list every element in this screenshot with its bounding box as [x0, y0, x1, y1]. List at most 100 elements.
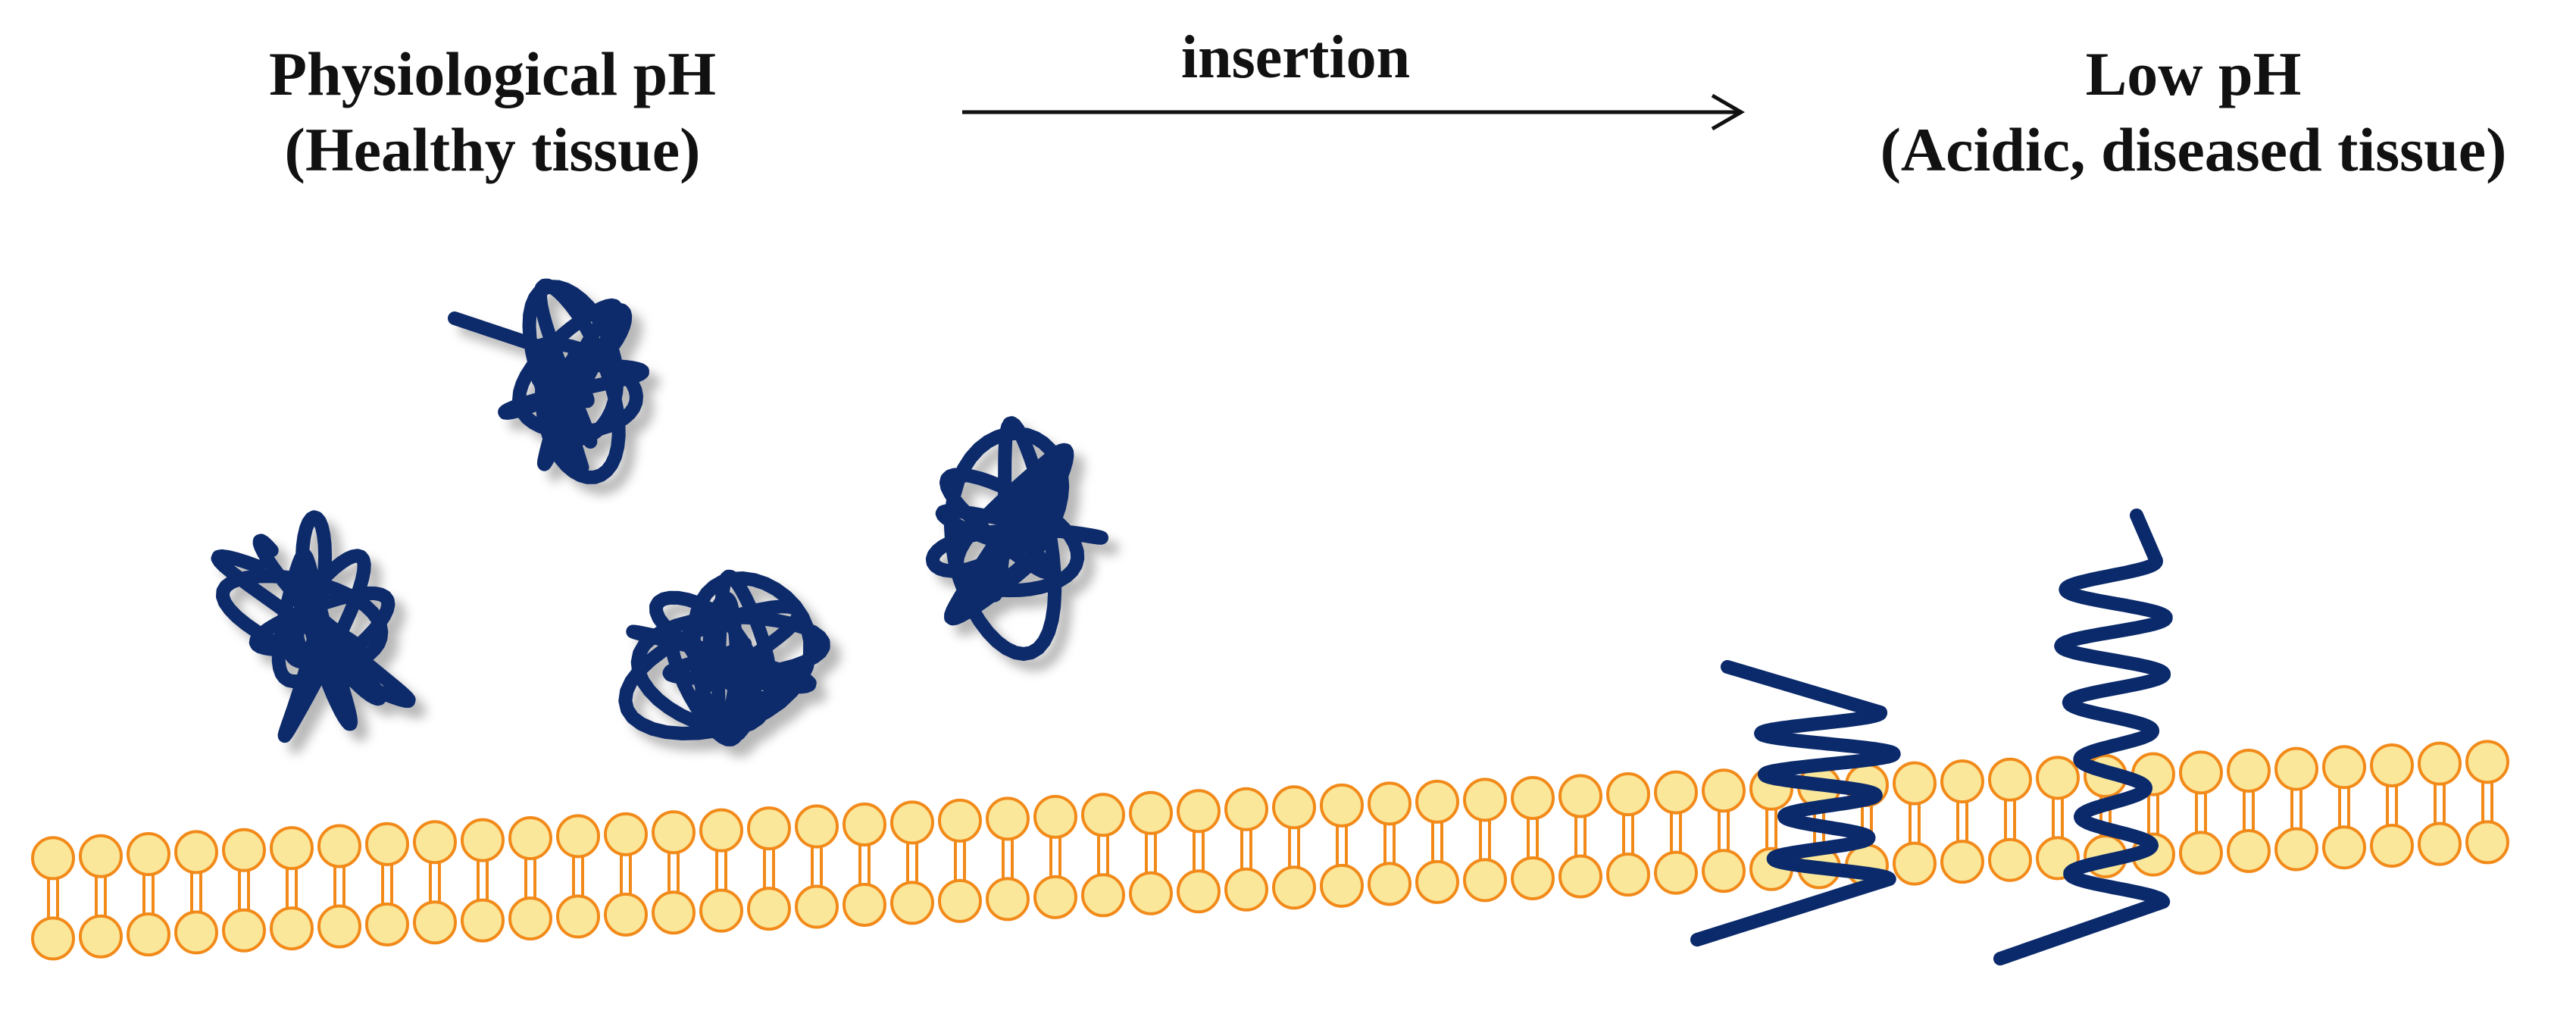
- lipid-molecule: [461, 818, 505, 943]
- lipid-head-bottom: [843, 882, 886, 927]
- lipid-head-top: [986, 796, 1030, 841]
- lipid-head-top: [127, 832, 170, 877]
- lipid-head-top: [1988, 757, 2032, 802]
- lipid-molecule: [986, 796, 1030, 922]
- lipid-head-top: [1940, 759, 1984, 804]
- lipid-head-bottom: [1272, 865, 1316, 910]
- lipid-molecule: [2179, 750, 2223, 875]
- lipid-molecule: [1224, 787, 1268, 912]
- lipid-head-top: [604, 812, 648, 856]
- lipid-head-bottom: [31, 916, 75, 961]
- physiological-ph-line1: Physiological pH: [268, 39, 716, 108]
- lipid-head-top: [413, 820, 457, 865]
- lipid-molecule: [2370, 743, 2414, 868]
- lipid-head-bottom: [556, 894, 600, 939]
- low-ph-line2: (Acidic, diseased tissue): [1880, 115, 2507, 184]
- lipid-head-top: [508, 816, 552, 861]
- lipid-head-bottom: [317, 904, 361, 949]
- right-arrow-icon: [962, 93, 1745, 131]
- lipid-molecule: [843, 802, 886, 927]
- lipid-head-bottom: [1702, 849, 1746, 893]
- lipid-molecule: [31, 836, 75, 961]
- lipid-molecule: [2418, 741, 2462, 866]
- lipid-head-bottom: [1129, 871, 1173, 915]
- lipid-head-top: [1177, 789, 1221, 834]
- lipid-molecule: [938, 798, 982, 923]
- coiled-peptide-1: [448, 278, 649, 484]
- helical-peptide-2: [1993, 509, 2173, 965]
- lipid-head-bottom: [461, 898, 505, 943]
- lipid-molecule: [1415, 779, 1459, 904]
- lipid-molecule: [2274, 746, 2318, 871]
- lipid-head-bottom: [2418, 821, 2462, 866]
- lipid-head-bottom: [1320, 863, 1364, 908]
- lipid-molecule: [1511, 775, 1555, 900]
- lipid-head-top: [843, 802, 886, 846]
- lipid-head-bottom: [2322, 825, 2366, 870]
- lipid-molecule: [270, 826, 314, 951]
- lipid-molecule: [1558, 774, 1602, 899]
- lipid-head-top: [938, 798, 982, 843]
- lipid-molecule: [1940, 759, 1984, 884]
- lipid-head-top: [890, 800, 934, 845]
- lipid-molecule: [2322, 745, 2366, 870]
- lipid-head-bottom: [1224, 867, 1268, 912]
- low-ph-label: Low pH (Acidic, diseased tissue): [1818, 36, 2568, 188]
- lipid-molecule: [1272, 785, 1316, 910]
- lipid-head-top: [174, 830, 218, 875]
- lipid-molecule: [1177, 789, 1221, 914]
- lipid-head-bottom: [508, 897, 552, 941]
- lipid-head-bottom: [1463, 858, 1507, 903]
- lipid-head-bottom: [2465, 820, 2509, 865]
- lipid-molecule: [2036, 756, 2080, 881]
- lipid-molecule: [1368, 781, 1411, 906]
- lipid-molecule: [365, 821, 409, 947]
- lipid-head-top: [1702, 768, 1746, 813]
- lipid-molecule: [1606, 772, 1650, 897]
- lipid-head-top: [1463, 778, 1507, 822]
- lipid-molecule: [317, 824, 361, 949]
- lipid-molecule: [2227, 748, 2271, 873]
- lipid-head-bottom: [270, 906, 314, 951]
- lipid-head-top: [222, 828, 266, 872]
- lipid-head-top: [1368, 781, 1411, 826]
- inserted-helical-peptides-group: [1690, 509, 2173, 965]
- lipid-head-bottom: [1654, 850, 1698, 895]
- lipid-bilayer-membrane: [31, 740, 2509, 961]
- lipid-head-top: [1511, 775, 1555, 820]
- lipid-molecule: [1893, 761, 1937, 886]
- lipid-molecule: [174, 830, 218, 955]
- lipid-head-top: [79, 834, 123, 878]
- lipid-head-top: [1224, 787, 1268, 831]
- lipid-head-top: [365, 821, 409, 866]
- lipid-molecule: [699, 808, 743, 933]
- coiled-peptides-group: [211, 278, 1108, 746]
- physiological-ph-line2: (Healthy tissue): [284, 115, 701, 184]
- lipid-head-top: [699, 808, 743, 853]
- lipid-head-top: [31, 836, 75, 881]
- lipid-head-top: [1558, 774, 1602, 818]
- lipid-molecule: [795, 804, 839, 929]
- lipid-head-bottom: [1940, 840, 1984, 884]
- lipid-head-top: [652, 810, 696, 855]
- lipid-molecule: [1654, 770, 1698, 895]
- lipid-head-top: [270, 826, 314, 871]
- lipid-head-top: [317, 824, 361, 868]
- lipid-head-bottom: [1511, 856, 1555, 900]
- lipid-head-top: [1320, 783, 1364, 828]
- lipid-head-bottom: [652, 890, 696, 935]
- lipid-molecule: [1129, 790, 1173, 915]
- lipid-molecule: [652, 810, 696, 935]
- lipid-head-bottom: [699, 888, 743, 933]
- physiological-ph-label: Physiological pH (Healthy tissue): [182, 36, 803, 188]
- lipid-head-top: [1893, 761, 1937, 806]
- coiled-peptide-4: [925, 416, 1108, 661]
- lipid-molecule: [747, 806, 791, 931]
- lipid-head-bottom: [1893, 841, 1937, 886]
- lipid-head-top: [2227, 748, 2271, 793]
- lipid-head-bottom: [2179, 831, 2223, 875]
- lipid-head-top: [747, 806, 791, 851]
- lipid-head-top: [1606, 772, 1650, 817]
- lipid-head-bottom: [222, 908, 266, 953]
